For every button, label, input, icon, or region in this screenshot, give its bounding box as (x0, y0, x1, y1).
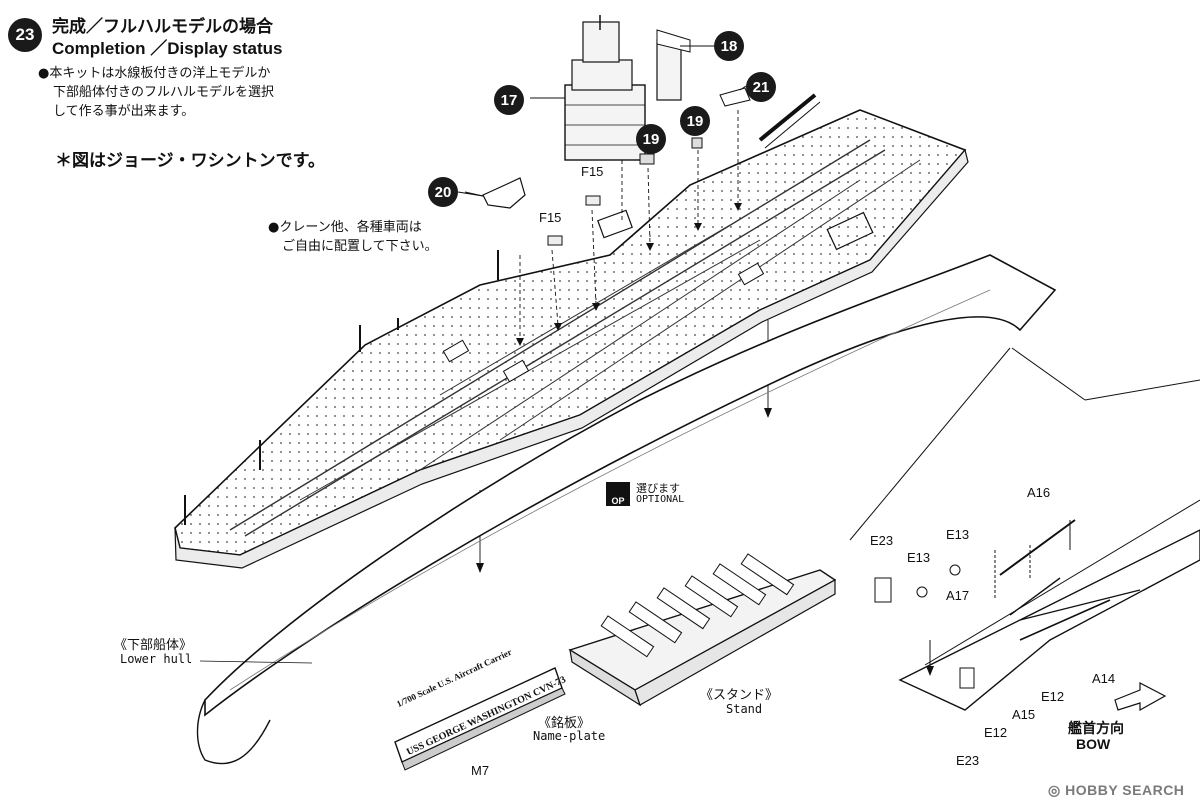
part-code-a17: A17 (946, 588, 970, 603)
kit-note-line: して作る事が出来ます。 (53, 104, 195, 119)
bow-direction-jp: 艦首方向 (1068, 721, 1124, 737)
nameplate-label-en: Name-plate (533, 729, 606, 743)
stand-drawing (568, 553, 837, 707)
kit-note-line: 下部船体付きのフルハルモデルを選択 (53, 85, 275, 100)
step-number-badge: 23 (8, 18, 42, 52)
part-code-a14: A14 (1092, 671, 1116, 686)
nameplate-label-jp: 《銘板》 (538, 716, 591, 731)
part-badge-19a: 19 (636, 124, 666, 154)
optional-icon: OP (606, 482, 630, 506)
stand-label-en: Stand (726, 702, 763, 716)
part-code-e23: E23 (956, 753, 980, 768)
flight-deck (174, 93, 969, 569)
badge-leaders (464, 45, 747, 197)
part-code-m7: M7 (471, 763, 490, 778)
mast-part (656, 29, 715, 101)
part-code-a15: A15 (1012, 707, 1036, 722)
bow-detail-callout (849, 347, 1200, 712)
bow-direction-en: BOW (1076, 736, 1111, 752)
lower-hull-label-en: Lower hull (120, 652, 193, 666)
crane-note-line: ●クレーン他、各種車両は (268, 220, 422, 235)
part-badge-21: 21 (746, 72, 776, 102)
watermark-logo-icon: ◎ (1048, 782, 1066, 798)
part-badge-18: 18 (714, 31, 744, 61)
part-code-a16: A16 (1027, 485, 1051, 500)
part-code-f15: F15 (581, 164, 604, 179)
crane-note: ●クレーン他、各種車両は ご自由に配置して下さい。 (268, 218, 438, 256)
step-title-jp: 完成／フルハルモデルの場合 (52, 17, 273, 37)
kit-note-line: ●本キットは水線板付きの洋上モデルか (38, 66, 271, 81)
part-badge-20: 20 (428, 177, 458, 207)
lower-hull-label-jp: 《下部船体》 (114, 638, 193, 653)
part-code-e12: E12 (1041, 689, 1065, 704)
watermark: ◎ HOBBY SEARCH (1048, 782, 1184, 799)
part-badge-17: 17 (494, 85, 524, 115)
optional-label-en: OPTIONAL (636, 494, 685, 505)
part-badge-19b: 19 (680, 106, 710, 136)
arrow-heads (476, 203, 772, 573)
nameplate-drawing (394, 667, 566, 771)
part-code-e23: E23 (870, 533, 894, 548)
part-code-e13: E13 (907, 550, 931, 565)
crane-note-line: ご自由に配置して下さい。 (282, 239, 438, 254)
lower-hull-drawing (196, 254, 1057, 765)
part-code-e13: E13 (946, 527, 970, 542)
stand-label-jp: 《スタンド》 (700, 688, 779, 703)
step-title-en: Completion ／Display status (52, 39, 283, 58)
part-code-f15: F15 (539, 210, 562, 225)
figure-note: ＊図はジョージ・ワシントンです。 (55, 151, 325, 171)
part-code-e12: E12 (984, 725, 1008, 740)
island-superstructure (530, 15, 646, 161)
kit-note: ●本キットは水線板付きの洋上モデルか 下部船体付きのフルハルモデルを選択 して作… (38, 64, 274, 121)
optional-label-jp: 選びます (636, 482, 680, 495)
vehicle-parts (457, 87, 751, 246)
watermark-text: HOBBY SEARCH (1065, 782, 1185, 798)
